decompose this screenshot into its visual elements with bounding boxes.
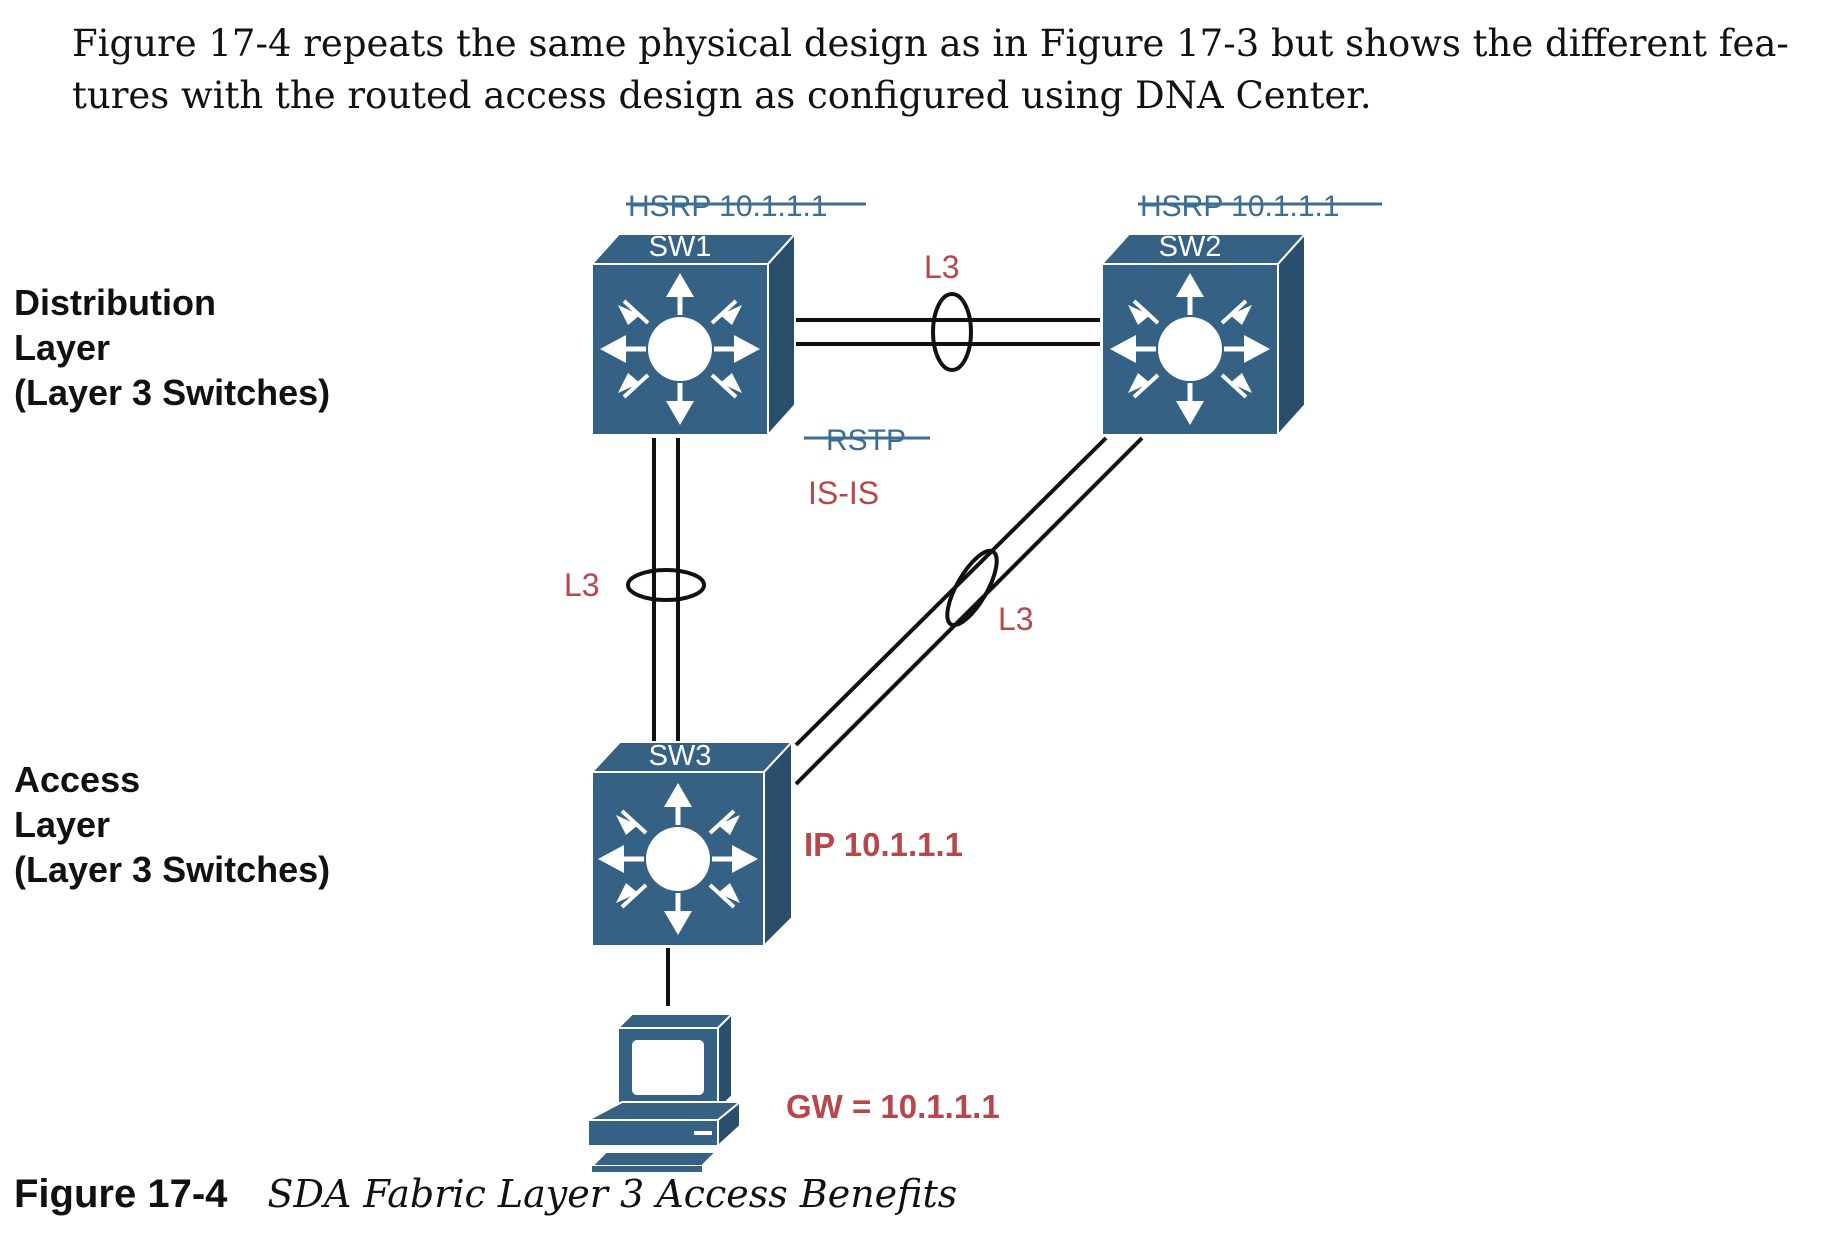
- switch-sw1: [589, 231, 798, 438]
- intro-line-1: Figure 17-4 repeats the same physical de…: [72, 22, 1789, 65]
- pc-icon: [587, 1011, 743, 1172]
- link-sw2-sw3-label: L3: [998, 601, 1034, 637]
- figure-number: Figure 17-4: [14, 1172, 228, 1216]
- sw2-name: SW2: [1159, 231, 1222, 263]
- sw1-name: SW1: [649, 231, 712, 263]
- sw1-hsrp-struck: HSRP 10.1.1.1: [628, 190, 828, 223]
- link-sw1-sw2-label: L3: [924, 249, 960, 285]
- intro-paragraph: Figure 17-4 repeats the same physical de…: [72, 18, 1792, 122]
- switch-sw2: [1099, 231, 1308, 438]
- access-ip-label: IP 10.1.1.1: [804, 826, 963, 863]
- figure-title: SDA Fabric Layer 3 Access Benefits: [267, 1172, 958, 1216]
- protocol-active: IS-IS: [808, 475, 879, 511]
- link-sw1-sw2: [792, 318, 1100, 346]
- switch-sw3: [589, 739, 795, 949]
- sw3-name: SW3: [649, 740, 712, 772]
- sw2-hsrp-struck: HSRP 10.1.1.1: [1140, 190, 1340, 223]
- link-sw2-sw3-bundle-icon: [945, 548, 999, 628]
- figure-caption: Figure 17-4 SDA Fabric Layer 3 Access Ben…: [14, 1172, 957, 1217]
- link-sw1-sw3-bundle-icon: [626, 568, 706, 602]
- pc-gateway-label: GW = 10.1.1.1: [786, 1088, 1000, 1125]
- link-sw1-sw3: [652, 438, 680, 742]
- protocol-struck: RSTP: [826, 424, 906, 457]
- link-sw2-sw3: [794, 436, 1144, 786]
- access-layer-label: Access Layer (Layer 3 Switches): [14, 759, 331, 890]
- link-sw1-sw2-bundle-icon: [931, 292, 973, 372]
- link-sw1-sw3-label: L3: [564, 567, 600, 603]
- intro-line-2: tures with the routed access design as c…: [72, 74, 1372, 117]
- distribution-layer-label: Distribution Layer (Layer 3 Switches): [14, 282, 331, 413]
